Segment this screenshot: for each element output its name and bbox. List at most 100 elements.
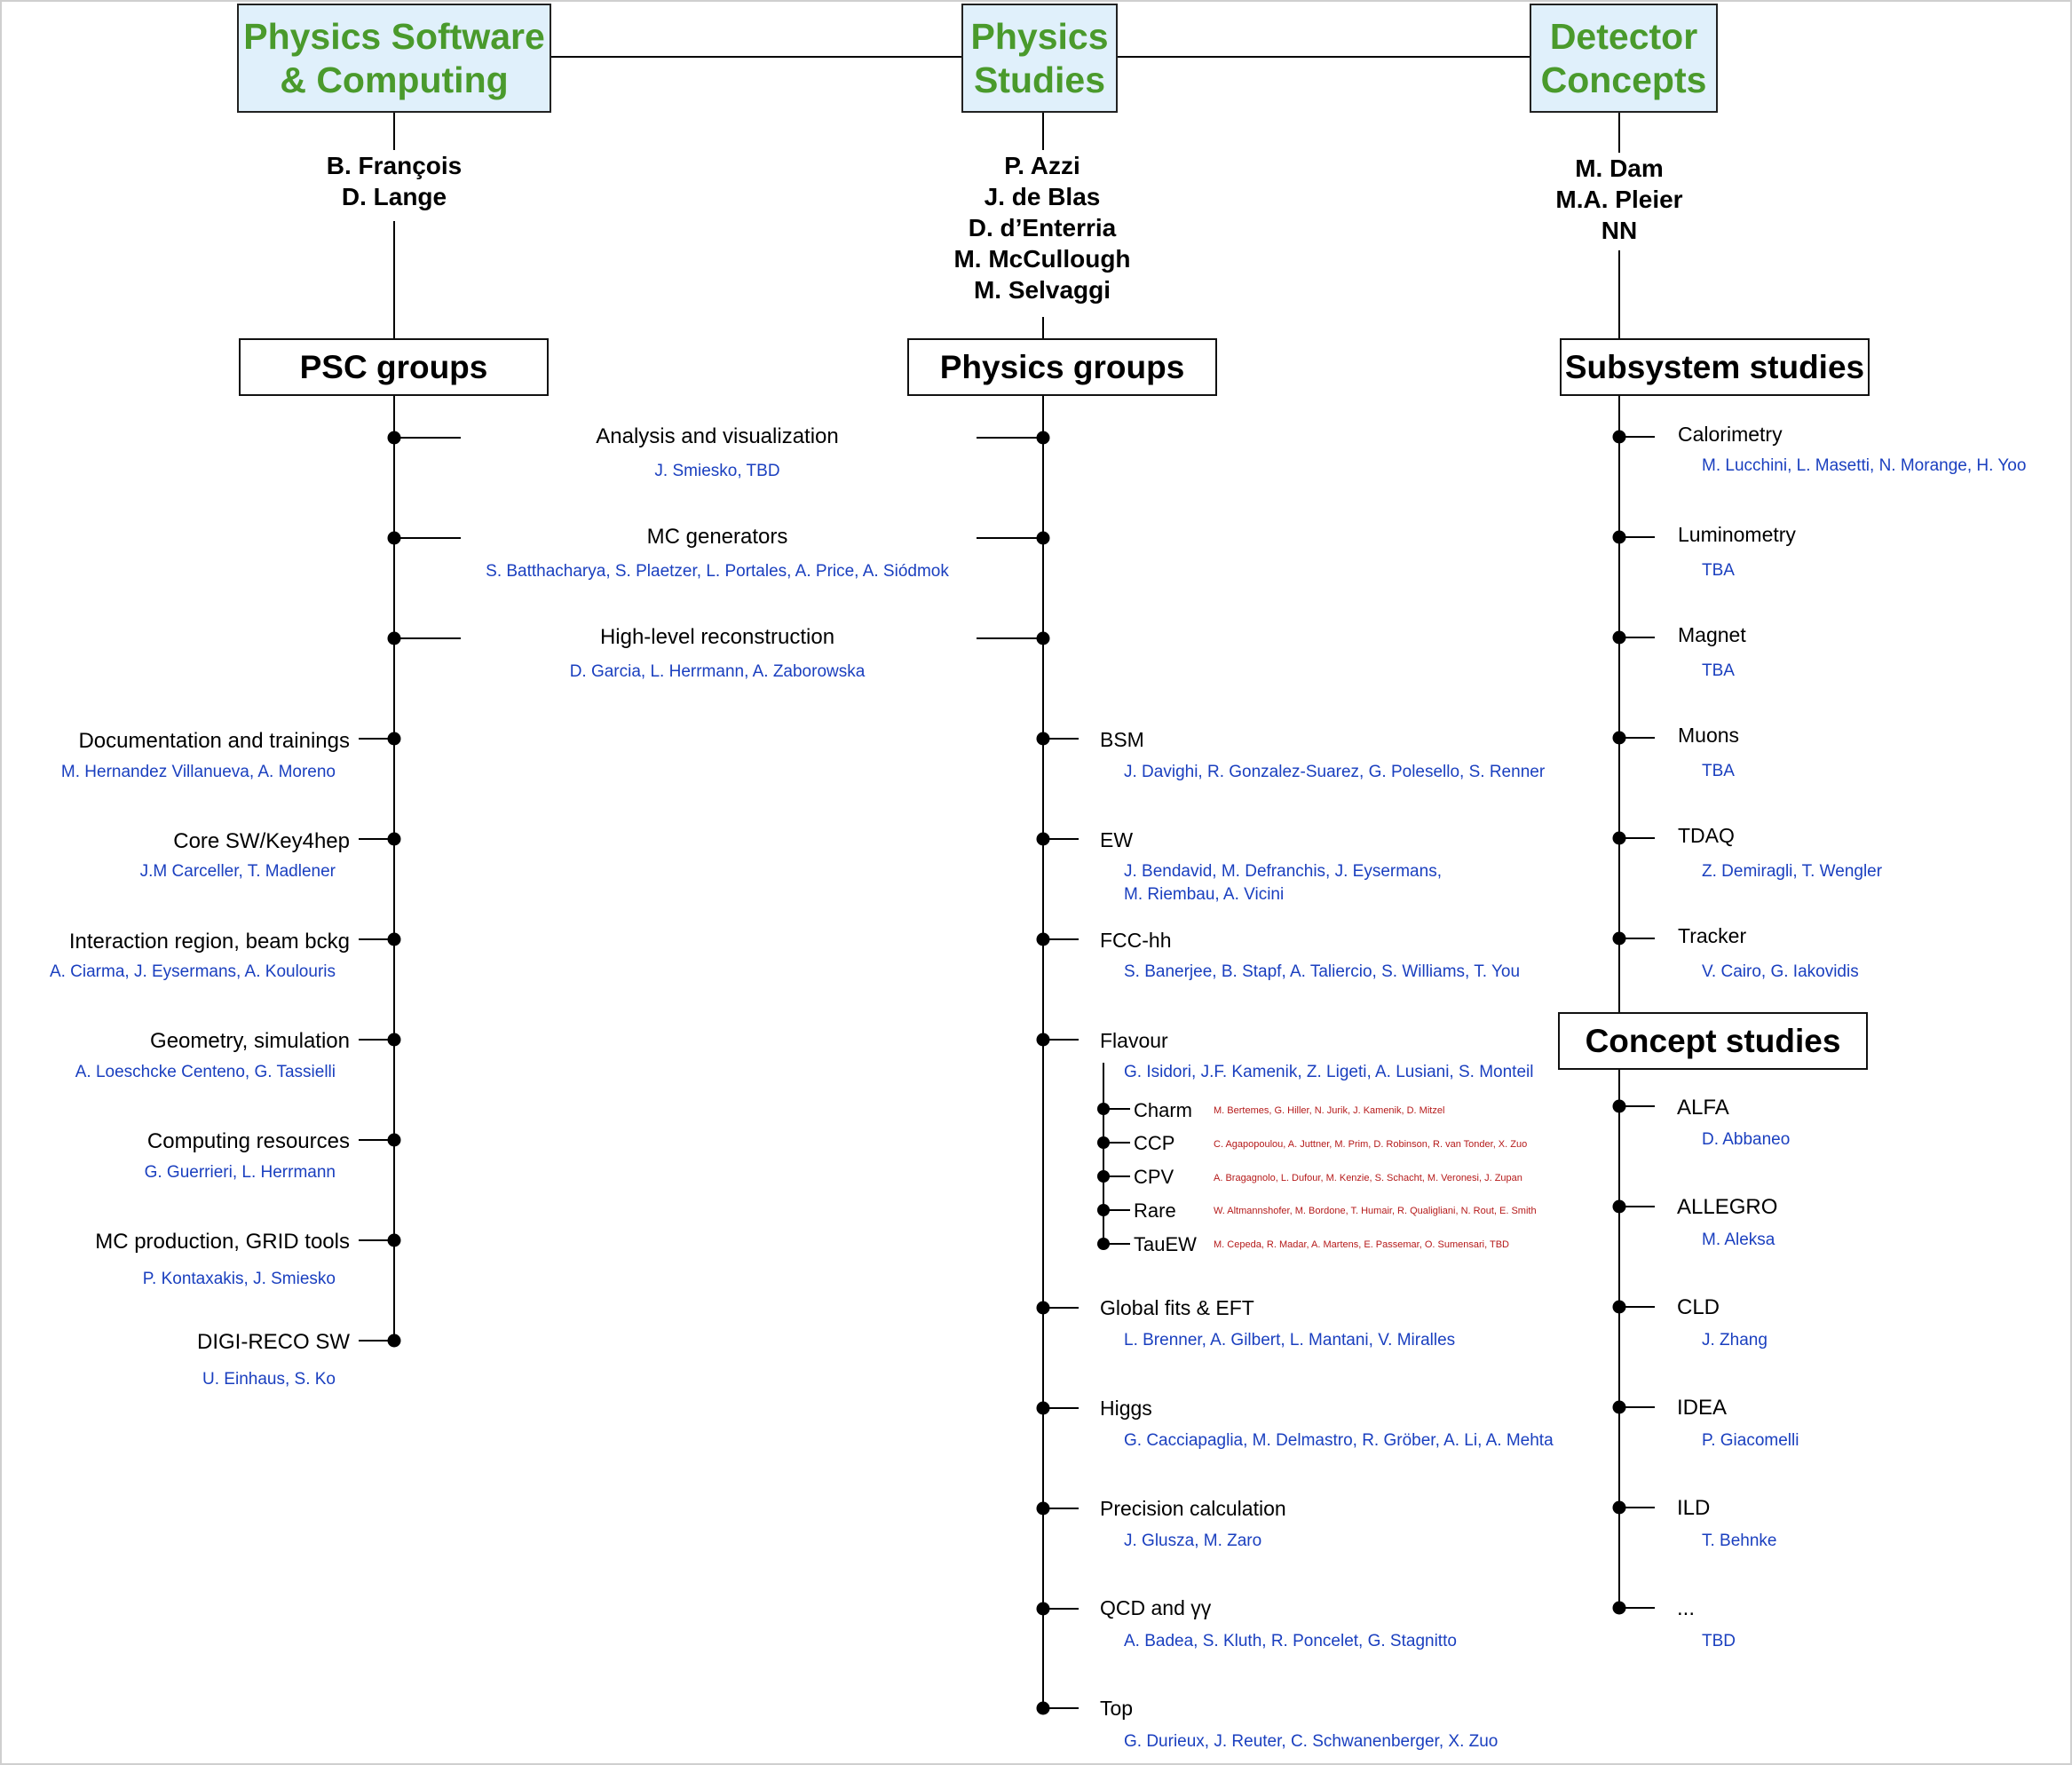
- subsystem-names: M. Lucchini, L. Masetti, N. Morange, H. …: [1702, 456, 2027, 475]
- concept-names: D. Abbaneo: [1702, 1130, 1791, 1149]
- physics-group-names: L. Brenner, A. Gilbert, L. Mantani, V. M…: [1124, 1331, 1456, 1349]
- psc-leader: D. Lange: [341, 183, 447, 210]
- physics-group-title: Precision calculation: [1100, 1497, 1286, 1520]
- subsystem-names: Z. Demiragli, T. Wengler: [1702, 862, 1883, 881]
- shared-group-names: S. Batthacharya, S. Plaetzer, L. Portale…: [486, 562, 949, 581]
- detector-leader: M. Dam: [1575, 154, 1664, 182]
- physics-group-names: A. Badea, S. Kluth, R. Poncelet, G. Stag…: [1124, 1632, 1457, 1650]
- psc-groups-box: PSC groups: [239, 338, 549, 396]
- psc-leaders: B. François D. Lange: [279, 150, 510, 212]
- physics-group-names: J. Davighi, R. Gonzalez-Suarez, G. Poles…: [1124, 763, 1546, 781]
- detector-leader: M.A. Pleier: [1555, 186, 1683, 213]
- shared-group-title: MC generators: [646, 525, 788, 549]
- physics-group-title: FCC-hh: [1100, 929, 1172, 952]
- physics-group-title: EW: [1100, 828, 1134, 851]
- physics-group-names: G. Cacciapaglia, M. Delmastro, R. Gröber…: [1124, 1431, 1554, 1450]
- physics-group-title: Global fits & EFT: [1100, 1296, 1254, 1319]
- physics-group-names: S. Banerjee, B. Stapf, A. Taliercio, S. …: [1124, 962, 1521, 981]
- subsystem-title: Tracker: [1678, 924, 1747, 947]
- subsystem-studies-box: Subsystem studies: [1560, 338, 1870, 396]
- flavour-subgroup-title: CCP: [1134, 1132, 1175, 1154]
- concept-names: J. Zhang: [1702, 1331, 1768, 1349]
- flavour-subgroup-names: M. Cepeda, R. Madar, A. Martens, E. Pass…: [1214, 1239, 1509, 1250]
- physics-group-names: J. Glusza, M. Zaro: [1124, 1532, 1262, 1550]
- psc-title-line1: Physics Software: [243, 15, 545, 57]
- physics-group-names: M. Riembau, A. Vicini: [1124, 885, 1285, 904]
- physics-leader: M. McCullough: [953, 245, 1131, 273]
- physics-leader: M. Selvaggi: [973, 276, 1111, 304]
- concept-names: TBD: [1702, 1632, 1736, 1650]
- psc-group-title: MC production, GRID tools: [95, 1230, 350, 1254]
- flavour-subgroup-names: A. Bragagnolo, L. Dufour, M. Kenzie, S. …: [1214, 1173, 1522, 1183]
- detector-leaders: M. Dam M.A. Pleier NN: [1504, 153, 1735, 246]
- psc-group-title: Geometry, simulation: [150, 1029, 350, 1053]
- subsystem-title: Luminometry: [1678, 523, 1796, 546]
- psc-group-title: Core SW/Key4hep: [173, 829, 350, 853]
- subsystem-title: TDAQ: [1678, 824, 1735, 847]
- flavour-subgroup-names: W. Altmannshofer, M. Bordone, T. Humair,…: [1214, 1206, 1537, 1216]
- subsystem-names: TBA: [1702, 762, 1735, 780]
- physics-groups-box: Physics groups: [907, 338, 1217, 396]
- shared-group-title: High-level reconstruction: [599, 625, 835, 649]
- physics-group-title: QCD and γγ: [1100, 1596, 1212, 1619]
- subsystem-names: TBA: [1702, 661, 1735, 680]
- physics-leaders: P. Azzi J. de Blas D. d’Enterria M. McCu…: [927, 150, 1158, 305]
- detector-leader: NN: [1601, 217, 1638, 244]
- physics-group-names: J. Bendavid, M. Defranchis, J. Eysermans…: [1124, 862, 1442, 881]
- physics-leader: D. d’Enterria: [968, 214, 1117, 241]
- physics-group-names: G. Isidori, J.F. Kamenik, Z. Ligeti, A. …: [1124, 1063, 1534, 1081]
- concept-title: IDEA: [1677, 1396, 1728, 1420]
- detector-title-line2: Concepts: [1540, 59, 1707, 100]
- psc-group-title: DIGI-RECO SW: [197, 1330, 350, 1354]
- physics-group-names: G. Durieux, J. Reuter, C. Schwanenberger…: [1124, 1732, 1499, 1751]
- flavour-subgroup-names: C. Agapopoulou, A. Juttner, M. Prim, D. …: [1214, 1139, 1528, 1150]
- concept-title: CLD: [1677, 1295, 1720, 1319]
- concept-names: P. Giacomelli: [1702, 1431, 1799, 1450]
- flavour-subgroup-title: Charm: [1134, 1099, 1193, 1121]
- subsystem-title: Calorimetry: [1678, 423, 1783, 446]
- flavour-subgroup-title: CPV: [1134, 1166, 1174, 1188]
- physics-group-title: Flavour: [1100, 1029, 1168, 1052]
- physics-group-title: Top: [1100, 1697, 1134, 1720]
- concept-title: ILD: [1677, 1496, 1711, 1520]
- psc-group-names: J.M Carceller, T. Madlener: [139, 862, 336, 881]
- physics-title-line1: Physics: [970, 15, 1109, 57]
- shared-group-names: D. Garcia, L. Herrmann, A. Zaborowska: [569, 662, 866, 681]
- concept-title: ALLEGRO: [1677, 1195, 1778, 1219]
- concept-studies-box: Concept studies: [1558, 1012, 1868, 1070]
- psc-group-title: Computing resources: [146, 1129, 350, 1153]
- physics-software-computing-box: Physics Software & Computing: [237, 4, 551, 113]
- detector-concepts-box: Detector Concepts: [1530, 4, 1718, 113]
- physics-leader: P. Azzi: [1004, 152, 1080, 179]
- psc-group-names: G. Guerrieri, L. Herrmann: [144, 1163, 336, 1182]
- physics-leader: J. de Blas: [984, 183, 1101, 210]
- psc-group-title: Documentation and trainings: [78, 729, 350, 753]
- psc-group-names: U. Einhaus, S. Ko: [202, 1370, 336, 1389]
- concept-names: M. Aleksa: [1702, 1231, 1775, 1249]
- subsystem-title: Muons: [1678, 724, 1740, 747]
- flavour-subgroup-title: Rare: [1134, 1199, 1176, 1222]
- psc-group-names: A. Ciarma, J. Eysermans, A. Koulouris: [49, 962, 336, 981]
- psc-group-names: A. Loeschcke Centeno, G. Tassielli: [75, 1063, 336, 1081]
- concept-title: ...: [1677, 1596, 1696, 1620]
- subsystem-names: TBA: [1702, 561, 1735, 580]
- detector-title-line1: Detector: [1549, 15, 1698, 57]
- concept-names: T. Behnke: [1702, 1532, 1777, 1550]
- psc-group-title: Interaction region, beam bckg: [68, 930, 350, 954]
- subsystem-names: V. Cairo, G. Iakovidis: [1702, 962, 1859, 981]
- physics-group-title: Higgs: [1100, 1397, 1152, 1420]
- psc-title-line2: & Computing: [280, 59, 509, 100]
- physics-studies-box: Physics Studies: [961, 4, 1118, 113]
- psc-group-names: M. Hernandez Villanueva, A. Moreno: [60, 763, 336, 781]
- concept-title: ALFA: [1677, 1096, 1729, 1120]
- physics-title-line2: Studies: [973, 59, 1106, 100]
- shared-group-title: Analysis and visualization: [596, 424, 839, 448]
- flavour-subgroup-title: TauEW: [1134, 1233, 1197, 1255]
- psc-leader: B. François: [326, 152, 463, 179]
- physics-group-title: BSM: [1100, 728, 1144, 751]
- psc-group-names: P. Kontaxakis, J. Smiesko: [142, 1270, 336, 1288]
- subsystem-title: Magnet: [1678, 623, 1746, 646]
- shared-group-names: J. Smiesko, TBD: [654, 462, 780, 480]
